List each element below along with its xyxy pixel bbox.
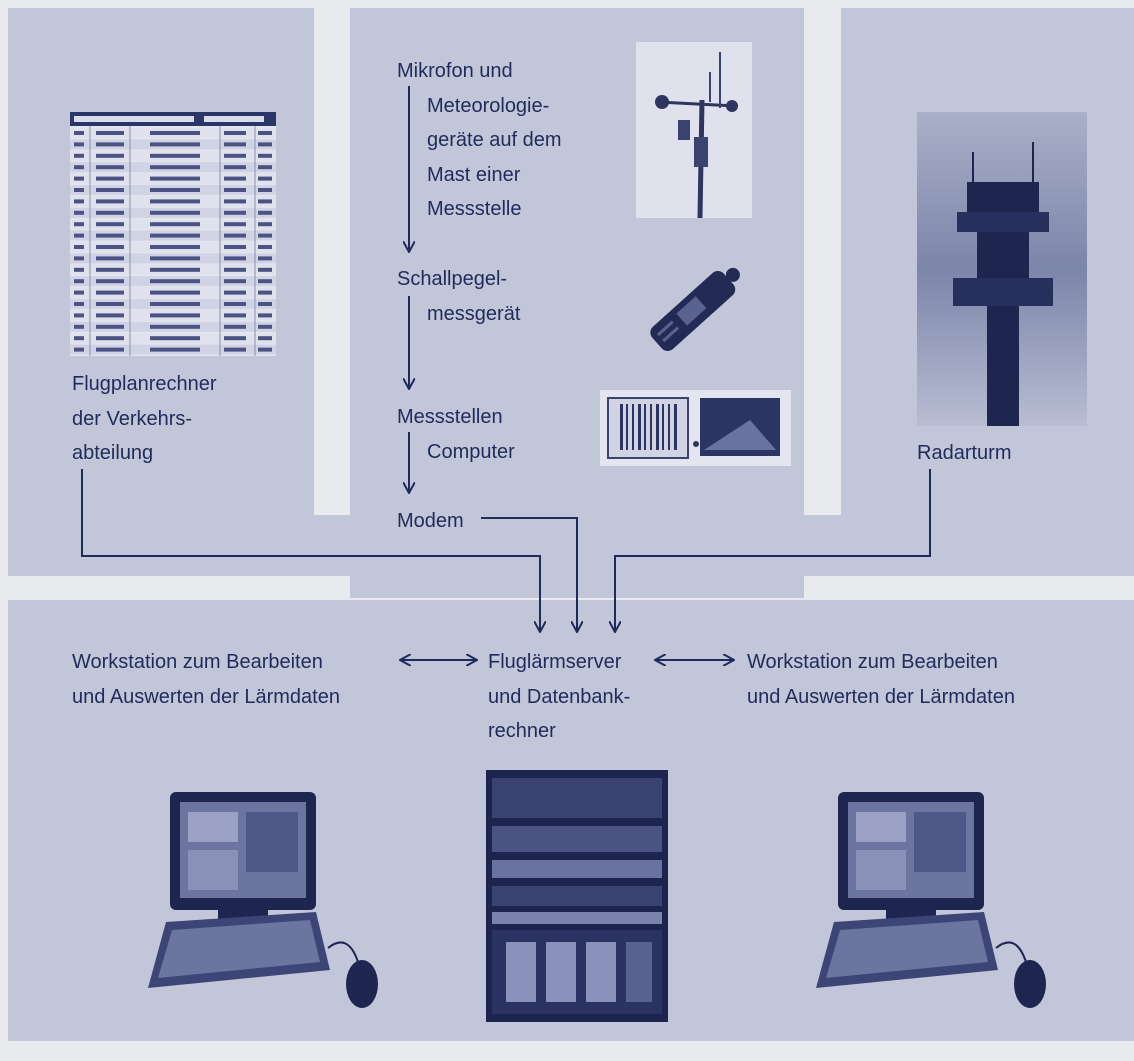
label-radarturm: Radarturm <box>917 442 1012 464</box>
label-mikrofon: Mikrofon und Meteorologie- geräte auf de… <box>397 60 562 220</box>
panel-bottom-right <box>804 515 1134 576</box>
server-rack-image <box>486 770 668 1022</box>
label-workstation-right: Workstation zum Bearbeiten und Auswerten… <box>747 651 1015 708</box>
flight-plan-table-image <box>70 112 276 356</box>
line-modem-to-server <box>481 517 577 632</box>
line-radar-to-server <box>615 469 931 632</box>
workstation-right-image <box>816 792 1050 1014</box>
radar-tower-image <box>917 112 1087 426</box>
measurement-computer-image <box>600 390 791 466</box>
workstation-left-image <box>148 792 382 1014</box>
label-schallpegel: Schallpegel- messgerät <box>397 268 521 325</box>
meteorology-mast-image <box>636 42 752 218</box>
label-flugplanrechner: Flugplanrechner der Verkehrs- abteilung <box>72 373 217 464</box>
label-workstation-left: Workstation zum Bearbeiten und Auswerten… <box>72 651 340 708</box>
line-flugplan-to-server <box>81 469 540 632</box>
label-server: Fluglärmserver und Datenbank- rechner <box>488 651 631 742</box>
label-messstellen-computer: Messstellen Computer <box>397 406 515 463</box>
label-modem: Modem <box>397 510 464 532</box>
panel-bottom-left <box>8 515 350 576</box>
sound-level-meter-image <box>636 262 754 356</box>
